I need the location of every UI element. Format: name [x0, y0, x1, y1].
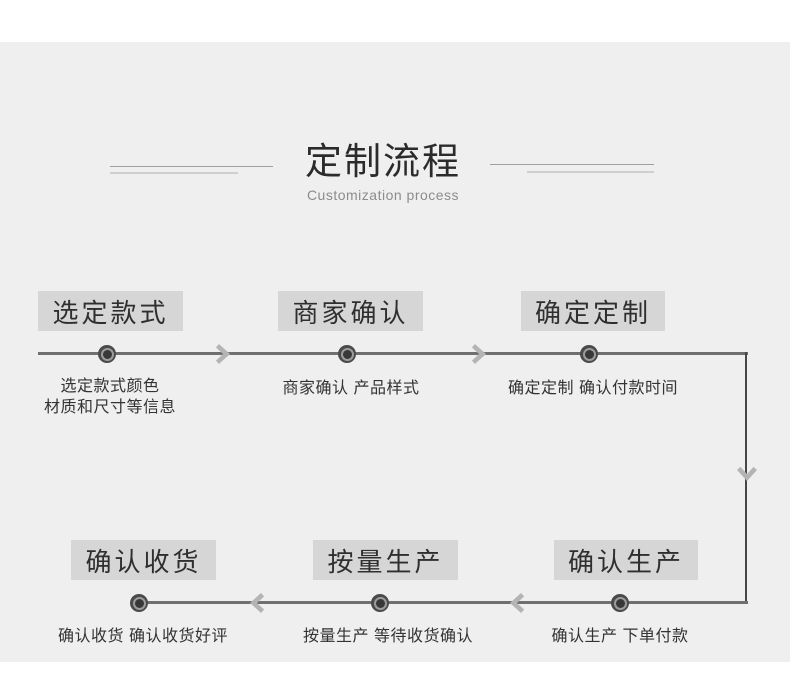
arrow-down-icon — [737, 466, 757, 482]
step-box-confirm-receipt: 确认收货 — [71, 540, 216, 580]
step-box-select-style: 选定款式 — [38, 291, 183, 331]
step-box-batch-production: 按量生产 — [313, 540, 458, 580]
header: 定制流程 Customization process — [253, 140, 513, 203]
node-dot-step5 — [371, 594, 389, 612]
header-divider-left-top — [110, 166, 273, 167]
arrow-left-icon — [249, 593, 265, 613]
step-box-merchant-confirm: 商家确认 — [278, 291, 423, 331]
step-desc-line: 确定定制 确认付款时间 — [508, 380, 678, 397]
header-divider-right-bottom — [527, 171, 654, 173]
page-subtitle: Customization process — [306, 187, 460, 203]
step-desc-line: 确认生产 下单付款 — [551, 628, 689, 645]
flow-line-bottom — [139, 601, 748, 604]
node-dot-step3 — [580, 345, 598, 363]
step-desc-line: 商家确认 产品样式 — [282, 380, 420, 397]
arrow-left-icon — [509, 593, 525, 613]
header-divider-right-top — [490, 164, 654, 165]
node-dot-step4 — [611, 594, 629, 612]
arrow-right-icon — [471, 344, 487, 364]
step-desc-select-style: 选定款式颜色 材质和尺寸等信息 — [15, 376, 205, 418]
step-box-confirm-production: 确认生产 — [554, 540, 698, 580]
process-diagram-panel: 定制流程 Customization process 选定款式 — [0, 42, 790, 662]
step-desc-line: 选定款式颜色 — [60, 378, 160, 395]
step-desc-batch-production: 按量生产 等待收货确认 — [288, 626, 488, 647]
step-desc-confirm-receipt: 确认收货 确认收货好评 — [43, 626, 243, 647]
step-desc-confirm-custom: 确定定制 确认付款时间 — [493, 378, 693, 399]
step-desc-line: 确认收货 确认收货好评 — [58, 628, 228, 645]
step-desc-line: 材质和尺寸等信息 — [43, 399, 176, 416]
step-desc-confirm-production: 确认生产 下单付款 — [520, 626, 720, 647]
node-dot-step1 — [98, 345, 116, 363]
header-divider-left-bottom — [110, 172, 238, 174]
flow-line-top — [38, 352, 748, 355]
page-title: 定制流程 — [305, 141, 461, 182]
node-dot-step2 — [338, 345, 356, 363]
node-dot-step6 — [130, 594, 148, 612]
arrow-right-icon — [215, 344, 231, 364]
step-desc-line: 按量生产 等待收货确认 — [303, 628, 473, 645]
step-desc-merchant-confirm: 商家确认 产品样式 — [261, 378, 441, 399]
step-box-confirm-custom: 确定定制 — [521, 291, 665, 331]
